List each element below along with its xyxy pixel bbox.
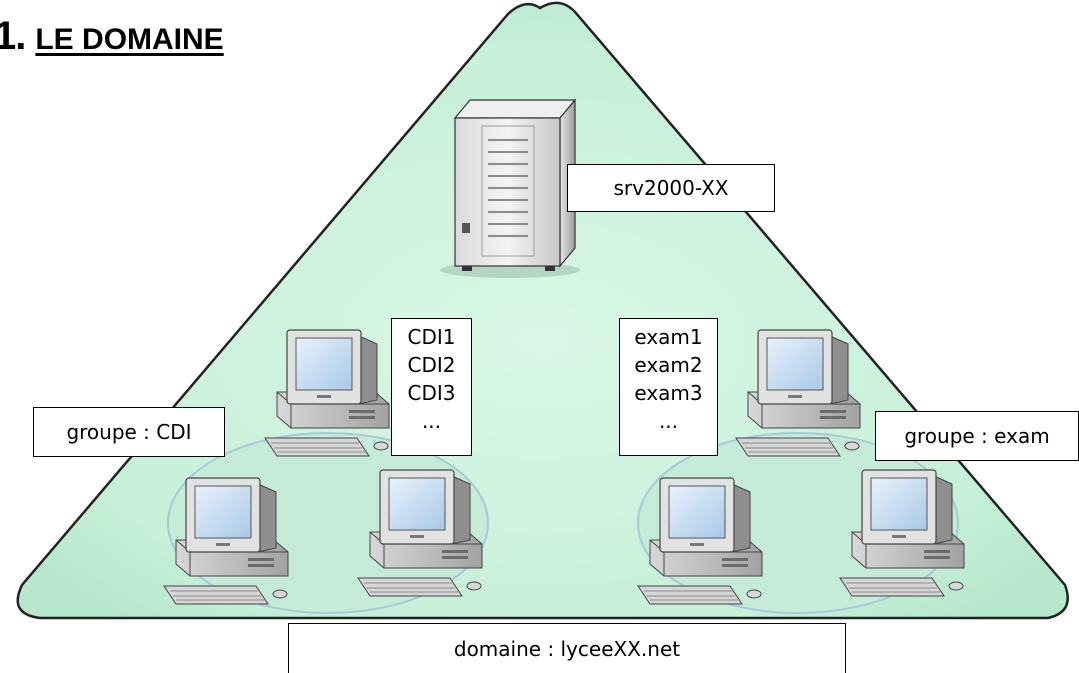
host-name: exam1 [634,325,703,349]
server-name-label: srv2000-XX [567,164,775,212]
page-title: 1. LE DOMAINE [0,14,224,66]
host-name: exam2 [634,353,703,377]
host-name: ... [421,409,442,433]
group-exam-label: groupe : exam [875,411,1079,461]
host-name: ... [658,409,679,433]
section-number: 1. [0,14,26,58]
group-cdi-label: groupe : CDI [33,407,225,457]
server-tower-icon [440,98,580,278]
section-title: LE DOMAINE [35,23,224,56]
host-name: CDI3 [407,381,456,405]
cdi-host-list: CDI1 CDI2 CDI3 ... [391,318,472,456]
host-name: CDI2 [407,353,456,377]
host-name: CDI1 [407,325,456,349]
host-name: exam3 [634,381,703,405]
exam-host-list: exam1 exam2 exam3 ... [619,318,718,456]
domain-label: domaine : lyceeXX.net [288,623,846,673]
